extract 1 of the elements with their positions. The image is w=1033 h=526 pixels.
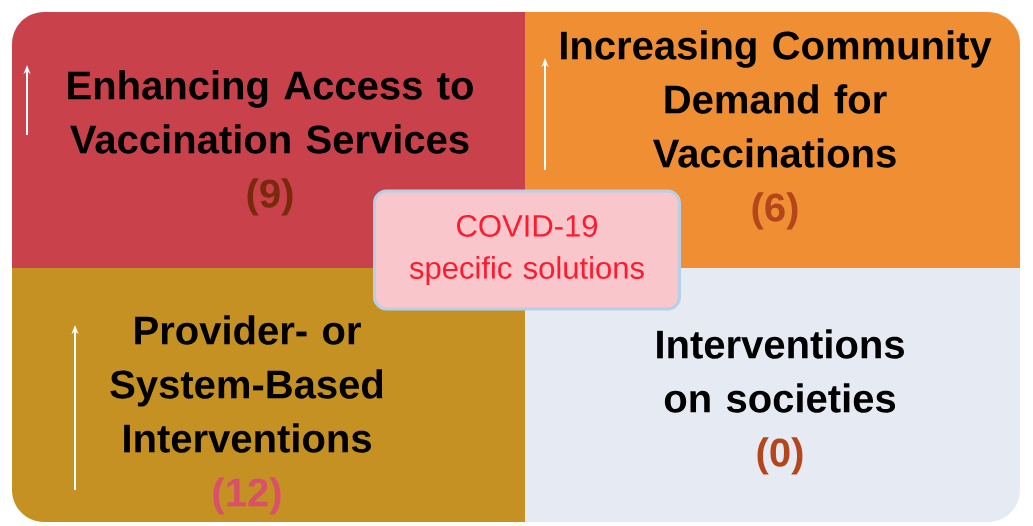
callout-box: COVID-19 specific solutions (373, 189, 681, 311)
